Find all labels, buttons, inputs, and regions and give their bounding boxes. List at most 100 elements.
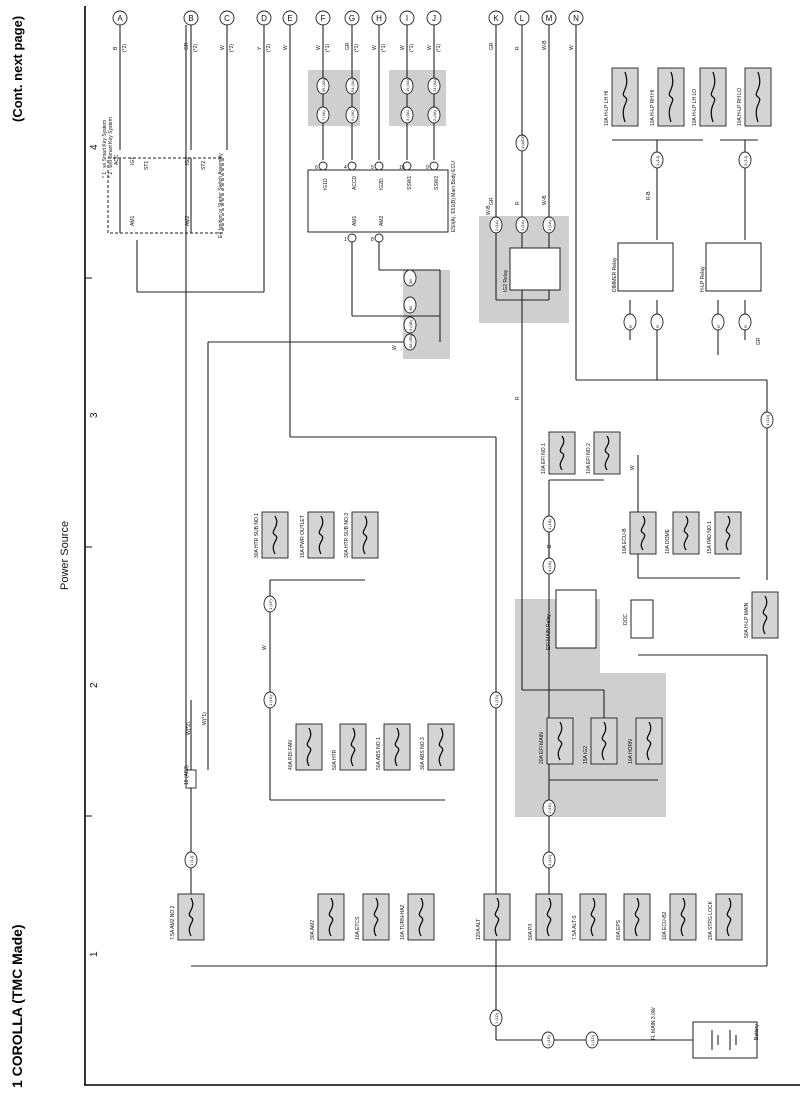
fusible-link-label: FL MAIN 3.0W bbox=[651, 1007, 657, 1040]
connector-label: 14 (3A) bbox=[432, 78, 437, 92]
ignition-terminal: AM2 bbox=[185, 216, 191, 227]
connector-label: 15 (3A) bbox=[405, 78, 410, 92]
wire-color: W-B bbox=[486, 205, 492, 215]
ecu-top-connector: 54 (3A) bbox=[345, 77, 359, 95]
connector-oval bbox=[489, 216, 503, 234]
wire-color: W bbox=[283, 45, 289, 50]
connector-label: R bbox=[628, 325, 633, 328]
connector-oval bbox=[427, 106, 441, 124]
fuse-label: 15A IG2 bbox=[583, 746, 589, 764]
ecu-terminal: IG2D bbox=[379, 178, 385, 190]
wire-color: W bbox=[427, 45, 433, 50]
ecu-top-connector: 2 (3A) bbox=[427, 106, 441, 124]
connector-oval bbox=[542, 515, 556, 533]
wire-color: W bbox=[630, 465, 636, 470]
fuse-body bbox=[699, 67, 727, 127]
battery-connector: 1 (1E) bbox=[541, 1031, 555, 1049]
ignition-terminal: ACC bbox=[114, 154, 120, 165]
connector-oval bbox=[542, 799, 556, 817]
fuse-symbol bbox=[306, 727, 312, 767]
ig2-relay: IG2 Relay bbox=[503, 247, 561, 292]
fuse-symbol bbox=[762, 595, 768, 635]
connector-oval bbox=[427, 77, 441, 95]
fuse-symbol bbox=[318, 515, 324, 555]
fuse-symbol bbox=[590, 897, 596, 937]
ae3-label: 18 (AE3) bbox=[184, 765, 190, 785]
inline-connector: 1 (1J) bbox=[650, 151, 664, 169]
connector-oval bbox=[316, 106, 330, 124]
wire-color: W bbox=[372, 45, 378, 50]
relay-wire-label: W-B bbox=[542, 195, 548, 205]
ig2-relay-pin: 2 (1A) bbox=[489, 216, 503, 234]
fuse-symbol bbox=[622, 71, 628, 123]
ecu-pin-number: 4 bbox=[344, 165, 347, 171]
fuse-htr: 30A HTR SUB NO.1 bbox=[254, 511, 289, 559]
battery-connector: 1 (1D) bbox=[585, 1031, 599, 1049]
fuse-bottom: 7.5A ALT-S bbox=[572, 893, 607, 941]
ignition-terminal: ST2 bbox=[201, 161, 207, 170]
letter-label: N bbox=[573, 14, 579, 23]
fuse-rdi: 50A ABS NO.1 bbox=[376, 723, 411, 771]
ecu-top-connector: 55 (3A) bbox=[316, 77, 330, 95]
note-smart-key: * 1 : w/ Smart Key System bbox=[102, 120, 108, 178]
inline-connector: 4 (1B) bbox=[542, 557, 556, 575]
fuse-label: 15A PWR OUTLET bbox=[300, 515, 306, 558]
fuse-symbol bbox=[559, 435, 565, 471]
ecu-lower-connector: 3B bbox=[403, 296, 417, 314]
dimmer-relay-name: DIMMER Relay bbox=[612, 257, 618, 292]
connector-oval bbox=[184, 851, 198, 869]
ig2-relay-pin: 4 (1A) bbox=[515, 216, 529, 234]
fuse-bottom: 20A STRG LOCK bbox=[708, 893, 743, 941]
fuse-body bbox=[535, 893, 563, 941]
fuse-symbol bbox=[557, 721, 563, 761]
ecu-terminal: SSW2 bbox=[434, 176, 440, 190]
connector-label: 6 (3A) bbox=[350, 109, 355, 121]
fuse-symbol bbox=[328, 897, 334, 937]
connector-label: 1 (AE3) bbox=[520, 135, 525, 149]
fuse-label: 10A DOME bbox=[665, 528, 671, 554]
fuse-bottom: 10A ECU-B2 bbox=[662, 893, 697, 941]
wire-color: W bbox=[569, 45, 575, 50]
fuse-hlp-main: 50A H-LP MAIN bbox=[744, 591, 779, 639]
fuse-bottom: 7.5A AM2 NO.2 bbox=[170, 893, 205, 941]
fuse-label: 30A HTR SUB NO.1 bbox=[254, 513, 260, 558]
ecu-pin-number: 1 bbox=[344, 237, 347, 243]
wire-label: W(*1) bbox=[202, 712, 208, 725]
ecu-top-connector: 14 (3A) bbox=[427, 77, 441, 95]
connector-oval bbox=[403, 333, 417, 351]
connector-label: 1 (1K) bbox=[268, 694, 273, 706]
grid-number: 2 bbox=[89, 682, 100, 688]
ecu-terminal: ACCD bbox=[352, 175, 358, 190]
fuse-symbol bbox=[710, 71, 716, 123]
connector-label: 3B bbox=[408, 306, 413, 311]
ignition-terminal: IG1 bbox=[130, 157, 136, 165]
fuse-label: 50A HTR bbox=[332, 749, 338, 770]
ecu-pin bbox=[374, 161, 384, 171]
fuse-htr: 15A PWR OUTLET bbox=[300, 511, 335, 559]
connector-oval bbox=[316, 77, 330, 95]
grid-number: 3 bbox=[89, 412, 100, 418]
letter-label: H bbox=[376, 14, 382, 23]
wire-color: B bbox=[547, 544, 553, 548]
wire-color: GR bbox=[756, 337, 762, 345]
fuse-label: 10A EFI NO.2 bbox=[586, 443, 592, 474]
ecu-lower-connector: 3B bbox=[403, 269, 417, 287]
inline-connectors: 1 (1J)1 (1F)1 (1K)1 (1D)1 (1E)1 (1B)3 (1… bbox=[184, 77, 774, 1049]
fuse-efi: 10A EFI NO.2 bbox=[586, 431, 621, 475]
letter-connector-l: LR bbox=[514, 10, 530, 50]
ignition-terminal: ST1 bbox=[144, 161, 150, 170]
fuse-bottom: 50A P/I bbox=[528, 893, 563, 941]
letter-connector-d: DY(*2) bbox=[256, 10, 272, 52]
connector-label: R bbox=[716, 325, 721, 328]
fuse-label: 10A HORN bbox=[628, 739, 634, 764]
wire-color: GR bbox=[184, 42, 190, 50]
relay-pin: R bbox=[650, 313, 664, 331]
connector-label: 54 (3A) bbox=[350, 78, 355, 92]
connector-label: 3 (1A) bbox=[547, 219, 552, 231]
connector-label: 1 (1D) bbox=[494, 694, 499, 706]
relay-pin: R bbox=[738, 313, 752, 331]
fuse-symbol bbox=[646, 721, 652, 761]
letter-label: G bbox=[349, 14, 355, 23]
ecu-pin-number: 8 bbox=[371, 237, 374, 243]
